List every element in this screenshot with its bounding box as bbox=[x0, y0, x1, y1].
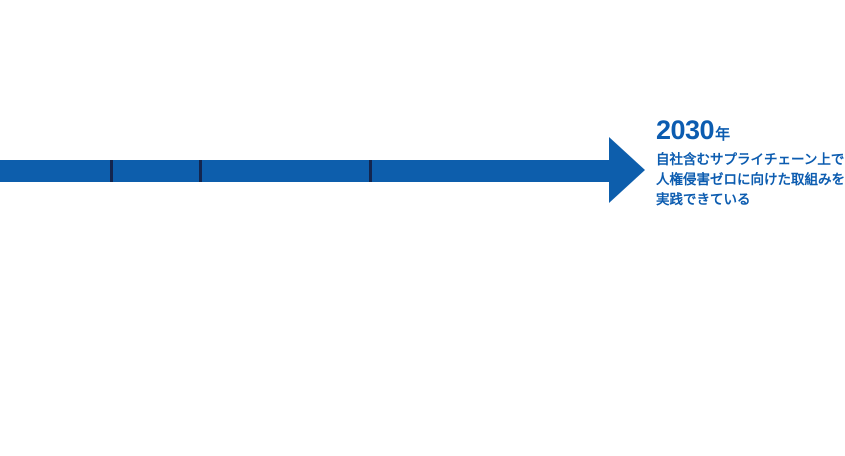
goal-year: 2030年 bbox=[656, 117, 845, 148]
goal-description-line-1: 自社含むサプライチェーン上で bbox=[656, 152, 845, 167]
goal-annotation: 2030年 自社含むサプライチェーン上で 人権侵害ゼロに向けた取組みを 実践でき… bbox=[656, 117, 845, 210]
arrow-shaft bbox=[0, 160, 609, 182]
goal-year-number: 2030 bbox=[656, 115, 715, 145]
segment-divider-3 bbox=[369, 160, 372, 182]
goal-description-line-3: 実践できている bbox=[656, 192, 751, 207]
segment-divider-1 bbox=[110, 160, 113, 182]
goal-description-line-2: 人権侵害ゼロに向けた取組みを bbox=[656, 172, 845, 187]
segment-divider-2 bbox=[199, 160, 202, 182]
goal-description: 自社含むサプライチェーン上で 人権侵害ゼロに向けた取組みを 実践できている bbox=[656, 150, 845, 210]
goal-year-suffix: 年 bbox=[715, 126, 731, 143]
arrow-head-icon bbox=[609, 137, 645, 203]
